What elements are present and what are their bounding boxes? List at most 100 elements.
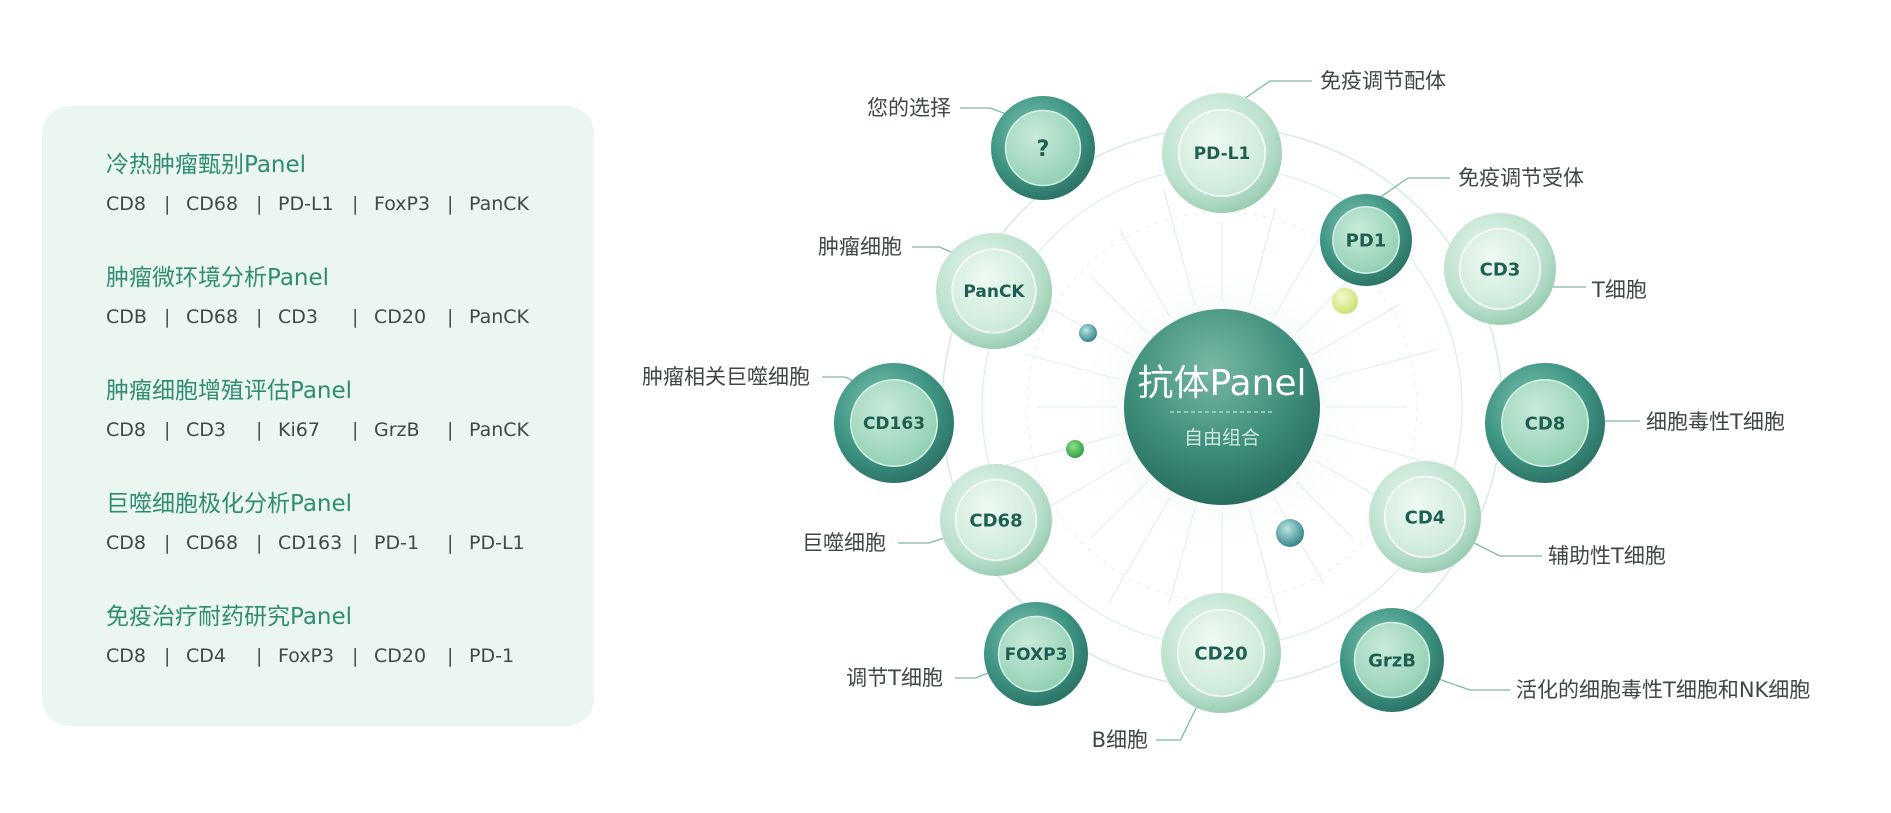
marker: CD68	[186, 193, 239, 215]
marker: CD8	[106, 419, 146, 441]
marker: PD-L1	[278, 193, 334, 215]
yellow-ball	[1332, 288, 1358, 314]
marker: CDB	[106, 306, 147, 328]
marker: CD3	[278, 306, 318, 328]
node-foxp3: FOXP3	[984, 602, 1088, 706]
panel-list-card: 冷热肿瘤甄别Panel CD8 | CD68 | PD-L1 | FoxP3 |…	[42, 106, 594, 726]
node-cd20: CD20	[1161, 593, 1281, 713]
node-label: B细胞	[1092, 728, 1148, 752]
node-label: 免疫调节受体	[1458, 166, 1584, 190]
separator: |	[164, 193, 171, 215]
panel-markers: CD8 | CD3 | Ki67 | GrzB | PanCK	[106, 419, 566, 443]
panel-title: 肿瘤细胞增殖评估Panel	[106, 378, 353, 404]
node-text: FOXP3	[1005, 645, 1068, 665]
separator: |	[447, 645, 454, 667]
marker: CD68	[186, 306, 239, 328]
node-inner-circle	[1332, 206, 1400, 274]
separator: |	[256, 532, 263, 554]
marker: PanCK	[469, 306, 530, 328]
center-title: 抗体Panel	[1137, 363, 1306, 404]
marker: FoxP3	[374, 193, 431, 215]
marker: CD4	[186, 645, 226, 667]
separator: |	[352, 645, 359, 667]
panel-markers: CD8 | CD68 | PD-L1 | FoxP3 | PanCK	[106, 193, 566, 217]
separator: |	[256, 419, 263, 441]
node-text: PD1	[1346, 230, 1387, 251]
separator: |	[256, 645, 263, 667]
node-inner-circle	[1177, 609, 1265, 697]
node-panck: PanCK	[936, 233, 1052, 349]
marker: PanCK	[469, 419, 530, 441]
panel-title: 肿瘤微环境分析Panel	[106, 265, 330, 291]
marker: CD163	[278, 532, 343, 554]
inner-orbit-ring	[1026, 211, 1418, 603]
node-label: 肿瘤相关巨噬细胞	[642, 365, 810, 389]
node-grzb: GrzB	[1340, 608, 1444, 712]
decor-balls	[1066, 288, 1358, 547]
connector-line	[1429, 675, 1510, 691]
node-label: T细胞	[1591, 278, 1647, 302]
separator: |	[352, 193, 359, 215]
panel-group-1: 冷热肿瘤甄别Panel CD8 | CD68 | PD-L1 | FoxP3 |…	[106, 154, 566, 217]
node-text: CD20	[1194, 643, 1247, 664]
separator: |	[164, 532, 171, 554]
marker: FoxP3	[278, 645, 335, 667]
node-inner-circle	[1353, 621, 1431, 699]
antibody-nodes: PD-L1PD1CD3CD8CD4GrzBCD20FOXP3CD68CD163P…	[834, 93, 1605, 713]
separator: |	[164, 306, 171, 328]
node-label: 活化的细胞毒性T细胞和NK细胞	[1516, 678, 1810, 702]
panel-group-3: 肿瘤细胞增殖评估Panel CD8 | CD3 | Ki67 | GrzB | …	[106, 380, 566, 443]
center-subtitle: 自由组合	[1184, 427, 1260, 449]
marker: GrzB	[374, 419, 420, 441]
marker: PanCK	[469, 193, 530, 215]
separator: |	[447, 306, 454, 328]
node-inner-circle	[1383, 475, 1467, 559]
marker: CD20	[374, 306, 427, 328]
node-text: CD8	[1525, 413, 1566, 434]
marker: CD3	[186, 419, 226, 441]
node-label: 巨噬细胞	[802, 531, 886, 555]
node-inner-circle	[951, 248, 1037, 334]
separator: |	[447, 193, 454, 215]
node-inner-circle	[1178, 109, 1266, 197]
marker: PD-1	[374, 532, 420, 554]
panel-group-5: 免疫治疗耐药研究Panel CD8 | CD4 | FoxP3 | CD20 |…	[106, 606, 566, 669]
marker: PD-1	[469, 645, 515, 667]
panel-markers: CD8 | CD4 | FoxP3 | CD20 | PD-1	[106, 645, 566, 669]
node-text: ?	[1037, 137, 1050, 162]
marker: PD-L1	[469, 532, 525, 554]
separator: |	[447, 419, 454, 441]
node-inner-circle	[954, 478, 1038, 562]
node-cd68: CD68	[940, 464, 1052, 576]
marker: CD8	[106, 645, 146, 667]
separator: |	[256, 193, 263, 215]
node-label: 您的选择	[867, 96, 951, 120]
marker: CD20	[374, 645, 427, 667]
panel-markers: CD8 | CD68 | CD163 | PD-1 | PD-L1	[106, 532, 566, 556]
node-inner-circle	[850, 379, 938, 467]
panel-group-4: 巨噬细胞极化分析Panel CD8 | CD68 | CD163 | PD-1 …	[106, 493, 566, 556]
node-label: 调节T细胞	[846, 666, 943, 690]
node-inner-circle	[1004, 109, 1082, 187]
marker: CD8	[106, 193, 146, 215]
separator: |	[447, 532, 454, 554]
marker: CD8	[106, 532, 146, 554]
node-text: CD163	[863, 414, 925, 434]
node-inner-circle	[1501, 379, 1589, 467]
node-text: PanCK	[963, 282, 1025, 302]
node-label: 免疫调节配体	[1320, 69, 1446, 93]
panel-title: 巨噬细胞极化分析Panel	[106, 491, 353, 517]
node-cd4: CD4	[1369, 461, 1481, 573]
separator: |	[164, 419, 171, 441]
node-label: 细胞毒性T细胞	[1646, 410, 1785, 434]
panel-group-2: 肿瘤微环境分析Panel CDB | CD68 | CD3 | CD20 | P…	[106, 267, 566, 330]
separator: |	[352, 419, 359, 441]
center-circle	[1124, 309, 1320, 505]
node-text: PD-L1	[1194, 144, 1251, 164]
center-node: 抗体Panel 自由组合	[1124, 309, 1320, 505]
separator: |	[352, 306, 359, 328]
node-label: 辅助性T细胞	[1548, 544, 1666, 568]
node-cd8: CD8	[1485, 363, 1605, 483]
